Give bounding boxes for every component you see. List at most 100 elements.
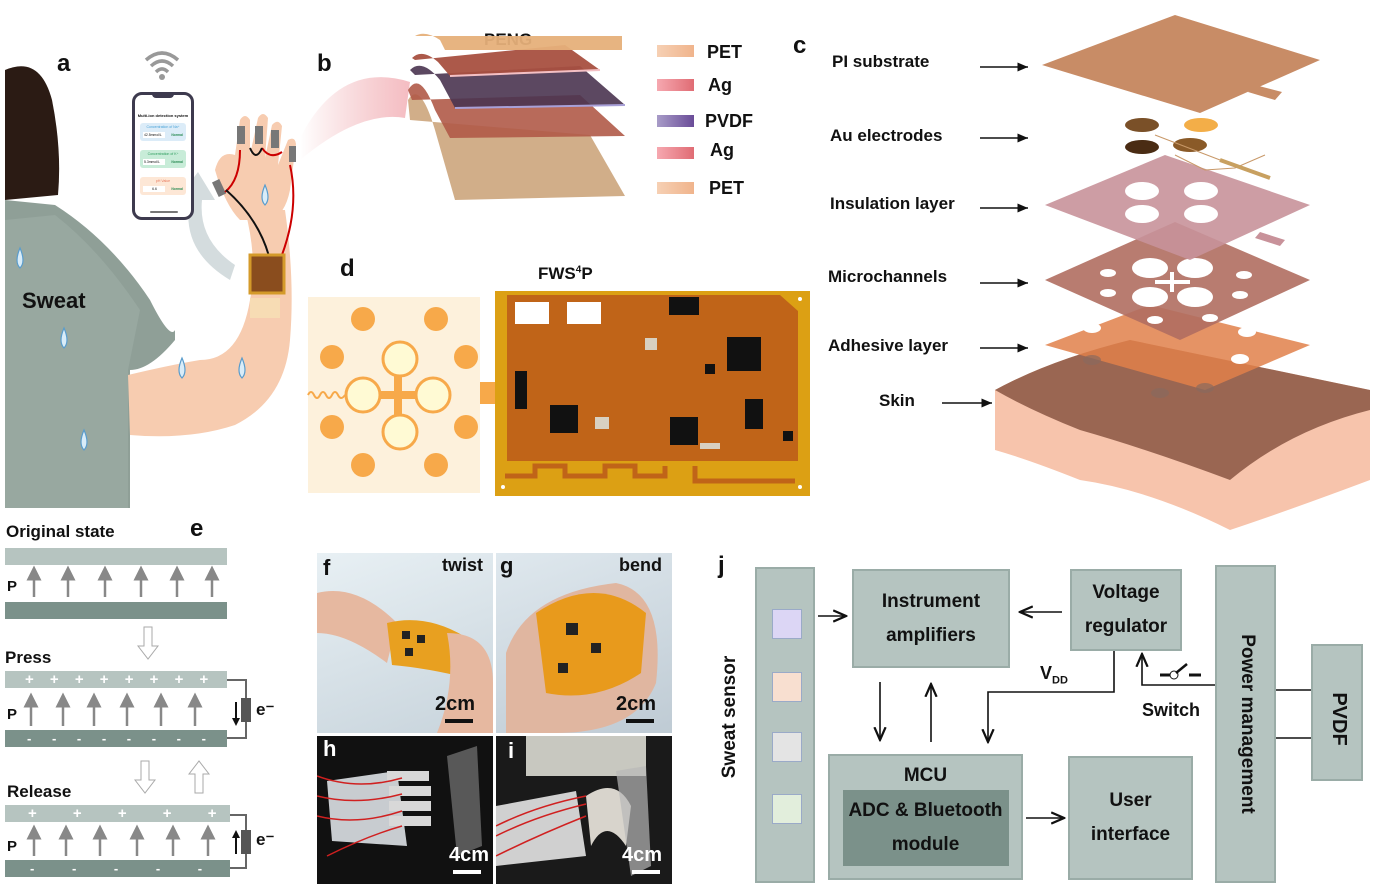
photo-h: h 4cm [317,736,493,884]
panel-label-g: g [500,553,514,578]
top-electrode-positive: + + + + + + + + [5,671,227,688]
layer-label-au-electrodes: Au electrodes [830,126,943,145]
legend-swatch-pet [657,182,694,194]
switch-icon [1160,663,1201,680]
polarization-label: P [7,706,18,723]
sweat-sensor-label: Sweat sensor [719,655,740,779]
block-label-line: regulator [1084,616,1168,637]
fws4p-title-main: FWS [538,264,576,283]
sweat-label: Sweat [22,288,86,313]
layer-label-skin: Skin [879,391,915,410]
voltage-regulator-block: Voltage regulator [1070,569,1182,651]
legend-label: Ag [708,75,732,95]
sensor-electrode [772,672,802,702]
legend-label: PET [707,42,743,62]
wifi-icon [144,51,180,80]
phone-card-k: Concentration of K⁺ 5.3mmol/L Normal [140,150,186,168]
panel-label-j: j [718,552,725,579]
peng-layers-illustration [300,33,626,200]
exploded-layer-stack [995,15,1370,530]
card-heading: Concentration of Na⁺ [146,125,180,129]
fws4p-title-sup: 4 [575,264,582,276]
legend-label: PET [709,178,745,198]
legend-label: Ag [710,140,734,160]
panel-label-i: i [508,738,515,763]
legend-swatch-pet [657,45,694,57]
switch-label: Switch [1142,700,1201,720]
block-label-line: interface [1090,824,1171,845]
state-label-original: Original state [6,522,115,541]
sweat-sensor-block [755,567,815,883]
user-interface-block: User interface [1068,756,1193,880]
bent-device-photo [506,583,658,733]
phone-notch [152,93,174,98]
panel-label-b: b [317,50,332,77]
scale-bar [626,719,654,723]
polarization-label: P [7,578,18,595]
legend-swatch-pvdf [657,115,694,127]
sensor-electrode [772,609,802,639]
electron-label: e⁻ [256,700,275,719]
fws4p-title: FWS4P [538,264,593,284]
card-status: Normal [171,187,183,191]
scale-label: 2cm [435,693,476,715]
state-label-press: Press [5,648,52,667]
state-label-release: Release [7,782,72,801]
press-arrow-icon [136,626,160,660]
block-label-line: ADC & Bluetooth [848,800,1003,821]
block-label-line: User [1109,790,1152,811]
block-label-line: amplifiers [886,624,976,646]
panel-label-f: f [323,555,331,580]
fws4p-title-suffix: P [581,264,593,283]
arm [128,210,292,437]
mcu-label: MCU [903,765,948,786]
legend-swatch-ag [657,147,694,159]
photo-g-bend: g bend 2cm [496,553,672,733]
scale-label: 2cm [616,693,657,715]
bottom-electrode-negative: - - - - - - - - [5,730,227,747]
instrument-amplifiers-block: Instrument amplifiers [852,569,1010,668]
panel-label-h: h [323,736,337,761]
sensor-electrode [772,794,802,824]
switch-line [1142,654,1215,686]
scale-label: 4cm [622,844,663,866]
photo-i: i 4cm [496,736,672,884]
hair [5,66,60,200]
block-diagram-connections [818,560,1311,890]
power-management-block: Power management [1215,565,1276,883]
peng-test-setup-photo [317,746,482,857]
polarization-arrows [23,565,251,869]
panel-label-e: e [190,515,204,542]
press-arrow-icon [133,760,157,794]
photo-f-twist: f twist 2cm [317,553,493,733]
layer-label-insulation: Insulation layer [830,194,955,213]
phone-card-na: Concentration of Na⁺ 42.5mmol/L Normal [140,123,186,141]
legend-swatch-ag [657,79,694,91]
block-label-line: module [891,834,960,855]
scale-bar [632,870,660,874]
card-value: 5.3mmol/L [143,159,165,165]
polarization-label: P [7,838,18,855]
vdd-label: VDD [1040,663,1068,687]
top-electrode-positive: + + + + + [5,805,230,822]
electron-label: e⁻ [256,830,275,849]
block-label-line: Instrument [881,590,981,612]
layer-label-pi-substrate: PI substrate [832,52,930,71]
vdd-sub: DD [1052,674,1068,687]
mcu-block: MCU ADC & Bluetooth module [828,754,1023,880]
scale-label: 4cm [449,844,490,866]
microfluidic-chip [307,297,480,493]
card-heading: pH Value [155,179,171,183]
card-heading: Concentration of K⁺ [147,152,179,156]
load-resistor [241,830,251,854]
card-value: 42.5mmol/L [143,132,165,138]
vdd-main: V [1040,663,1053,683]
load-resistor [241,698,251,722]
layer-arrows [942,62,1028,408]
card-status: Normal [171,160,183,164]
layer-label-adhesive: Adhesive layer [828,336,949,355]
card-status: Normal [171,133,183,137]
panel-label-c: c [793,32,807,59]
scale-bar [445,719,473,723]
phone-app-title: Multi-ion detection system [137,113,189,118]
